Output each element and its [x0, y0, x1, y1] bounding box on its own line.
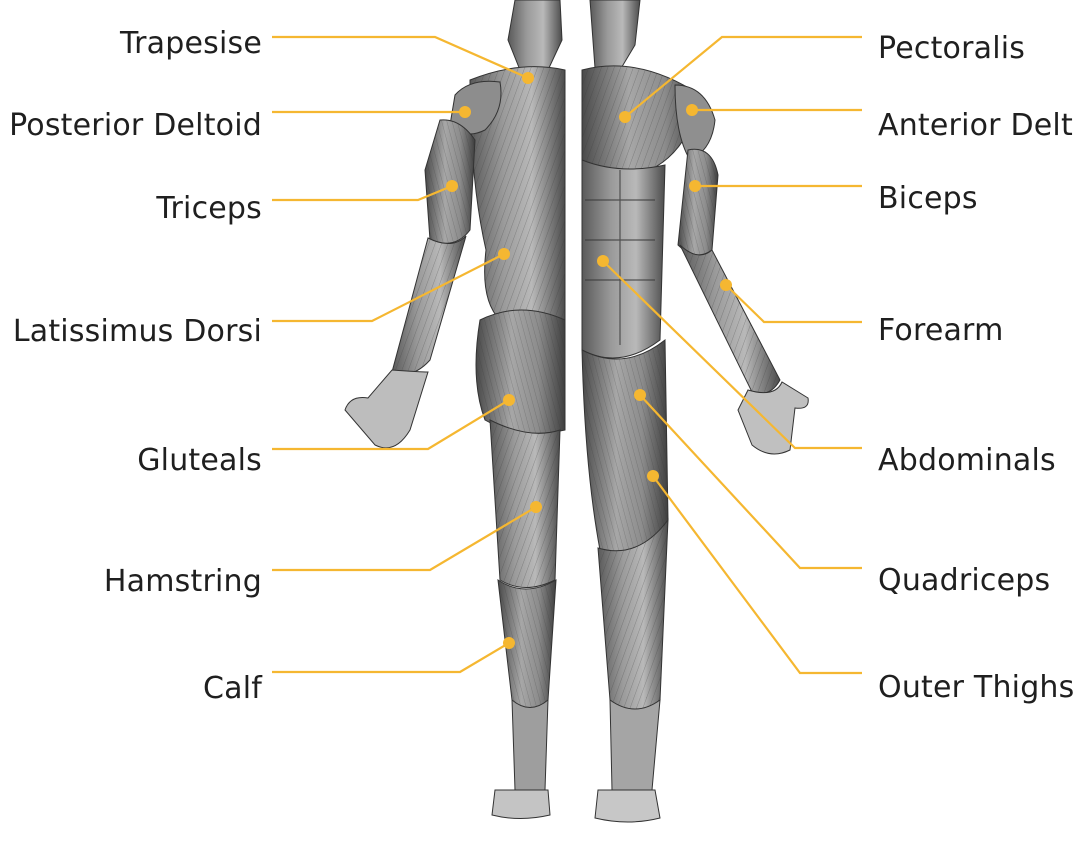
leader-line-trapesise: [272, 37, 528, 78]
marker-dot-pectoralis: [619, 111, 631, 123]
marker-dot-abdominals: [597, 255, 609, 267]
front-shin: [610, 700, 660, 795]
marker-dot-biceps: [689, 180, 701, 192]
leader-line-outer-thighs: [653, 476, 862, 673]
back-lower-leg: [512, 700, 548, 795]
marker-dot-outer-thighs: [647, 470, 659, 482]
figure-divider: [568, 0, 580, 842]
leader-line-triceps: [272, 186, 452, 200]
marker-dot-quadriceps: [634, 389, 646, 401]
marker-dot-triceps: [446, 180, 458, 192]
front-shoulder: [675, 85, 715, 160]
label-trapesise: Trapesise: [120, 26, 262, 62]
label-anterior-deltoid: Anterior Deltoid: [878, 108, 1074, 144]
label-calf: Calf: [203, 671, 262, 707]
marker-dot-anterior-deltoid: [686, 104, 698, 116]
front-abdomen: [582, 160, 665, 358]
label-biceps: Biceps: [878, 181, 978, 217]
marker-dot-latissimus-dorsi: [498, 248, 510, 260]
back-hand: [345, 370, 428, 448]
marker-dot-gluteals: [503, 394, 515, 406]
back-foot: [492, 790, 550, 819]
label-triceps: Triceps: [156, 191, 262, 227]
label-pectoralis: Pectoralis: [878, 31, 1025, 67]
marker-dot-posterior-deltoid: [459, 106, 471, 118]
marker-dot-trapesise: [522, 72, 534, 84]
front-neck: [590, 0, 640, 70]
front-figure: [582, 0, 808, 822]
front-foot: [595, 790, 660, 822]
marker-dot-hamstring: [530, 501, 542, 513]
back-figure: [345, 0, 565, 819]
marker-dot-forearm: [720, 279, 732, 291]
label-quadriceps: Quadriceps: [878, 563, 1050, 599]
label-posterior-deltoid: Posterior Deltoid: [9, 108, 262, 144]
label-forearm: Forearm: [878, 313, 1004, 349]
label-latissimus-dorsi: Latissimus Dorsi: [13, 314, 262, 350]
front-hand: [738, 382, 808, 454]
label-abdominals: Abdominals: [878, 443, 1056, 479]
label-gluteals: Gluteals: [137, 443, 262, 479]
back-neck: [508, 0, 562, 70]
leader-line-calf: [272, 643, 509, 672]
label-hamstring: Hamstring: [104, 564, 262, 600]
label-outer-thighs: Outer Thighs: [878, 670, 1074, 706]
marker-dot-calf: [503, 637, 515, 649]
leader-line-latissimus-dorsi: [272, 254, 504, 321]
